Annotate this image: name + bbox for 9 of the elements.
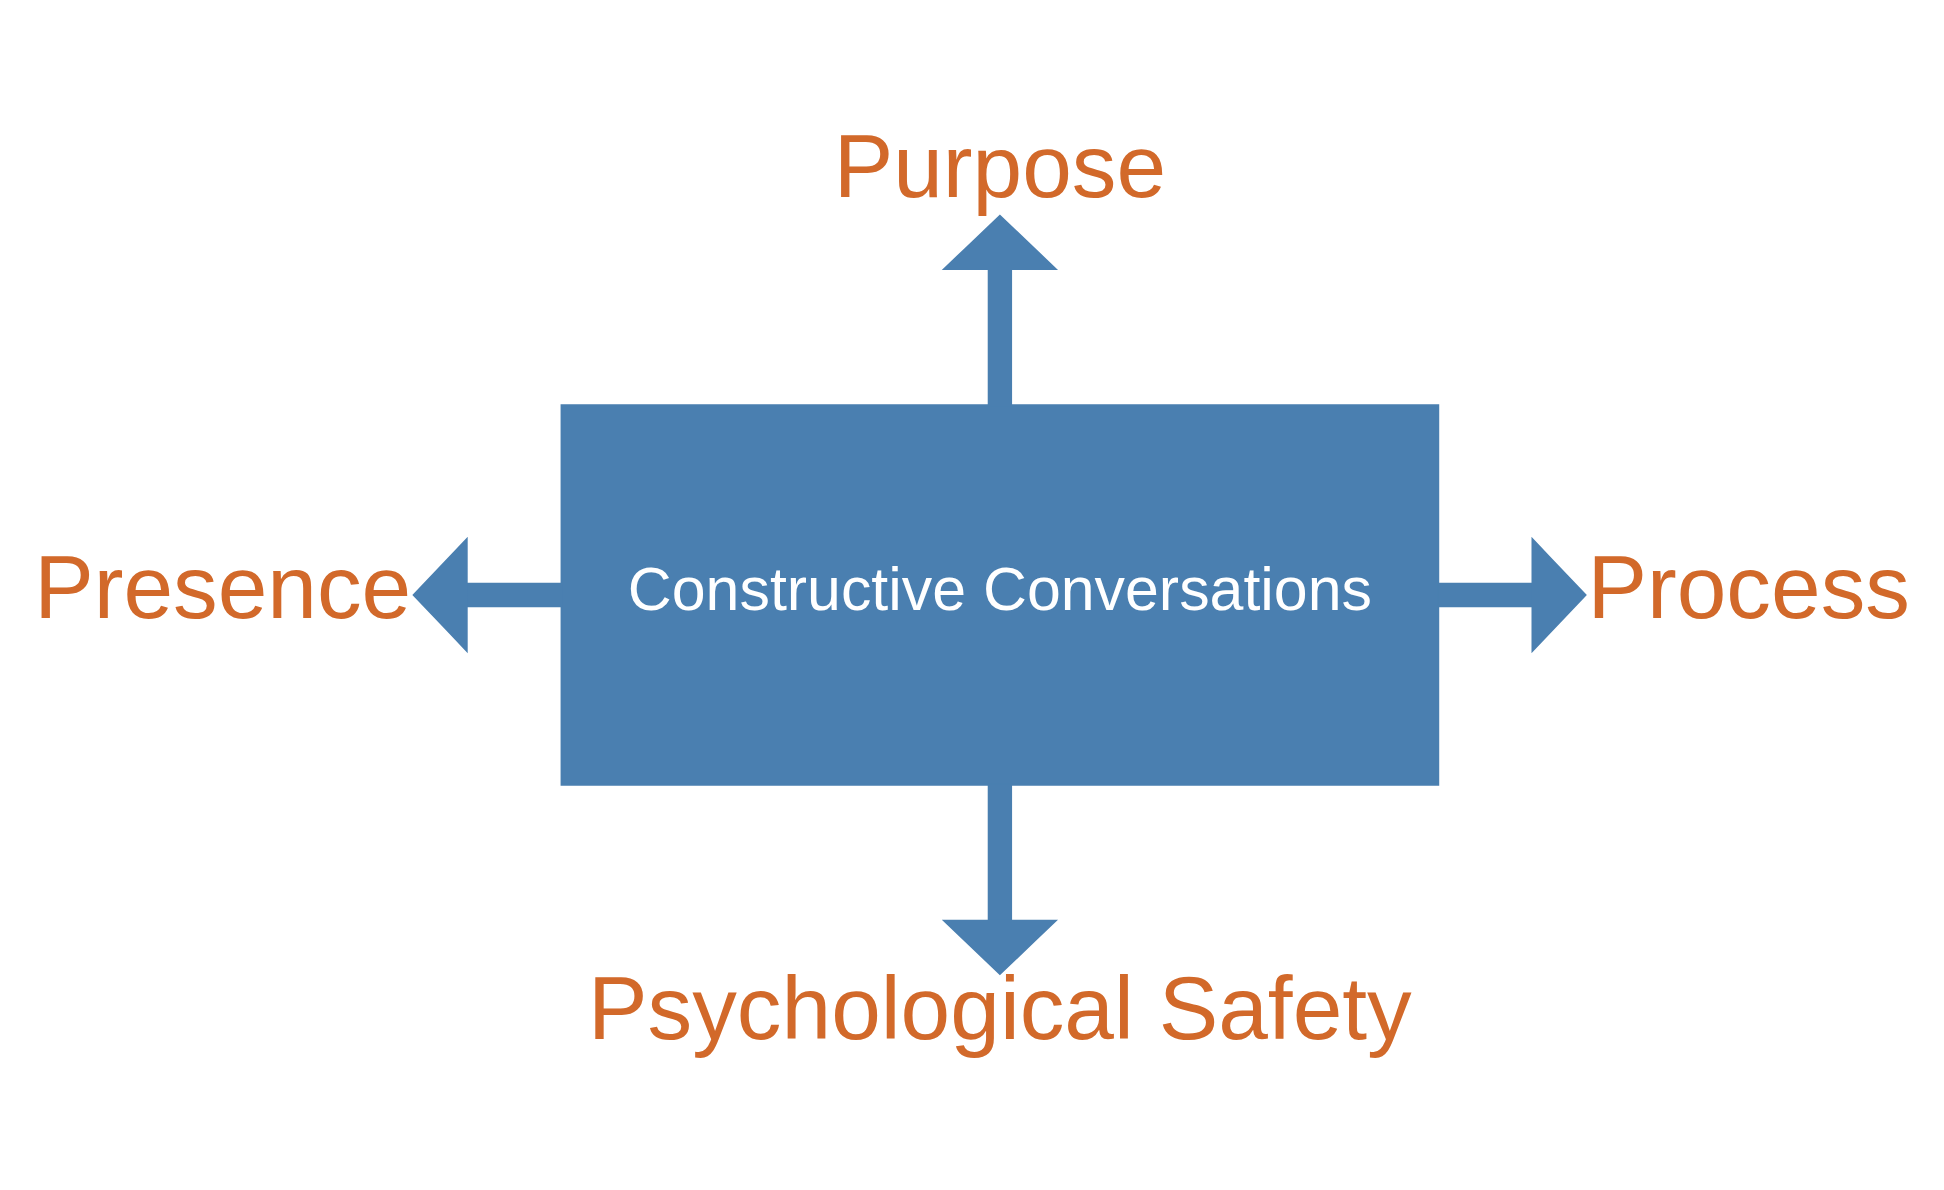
node-box: Constructive Conversations bbox=[560, 404, 1440, 786]
arrow bbox=[941, 784, 1059, 976]
arrow bbox=[1438, 536, 1587, 654]
node-text: Purpose bbox=[833, 115, 1167, 216]
node-text: Psychological Safety bbox=[588, 957, 1412, 1058]
node-text: Presence bbox=[34, 536, 412, 637]
arrow bbox=[941, 214, 1059, 405]
node-text: Process bbox=[1587, 536, 1910, 637]
arrow bbox=[412, 536, 562, 654]
